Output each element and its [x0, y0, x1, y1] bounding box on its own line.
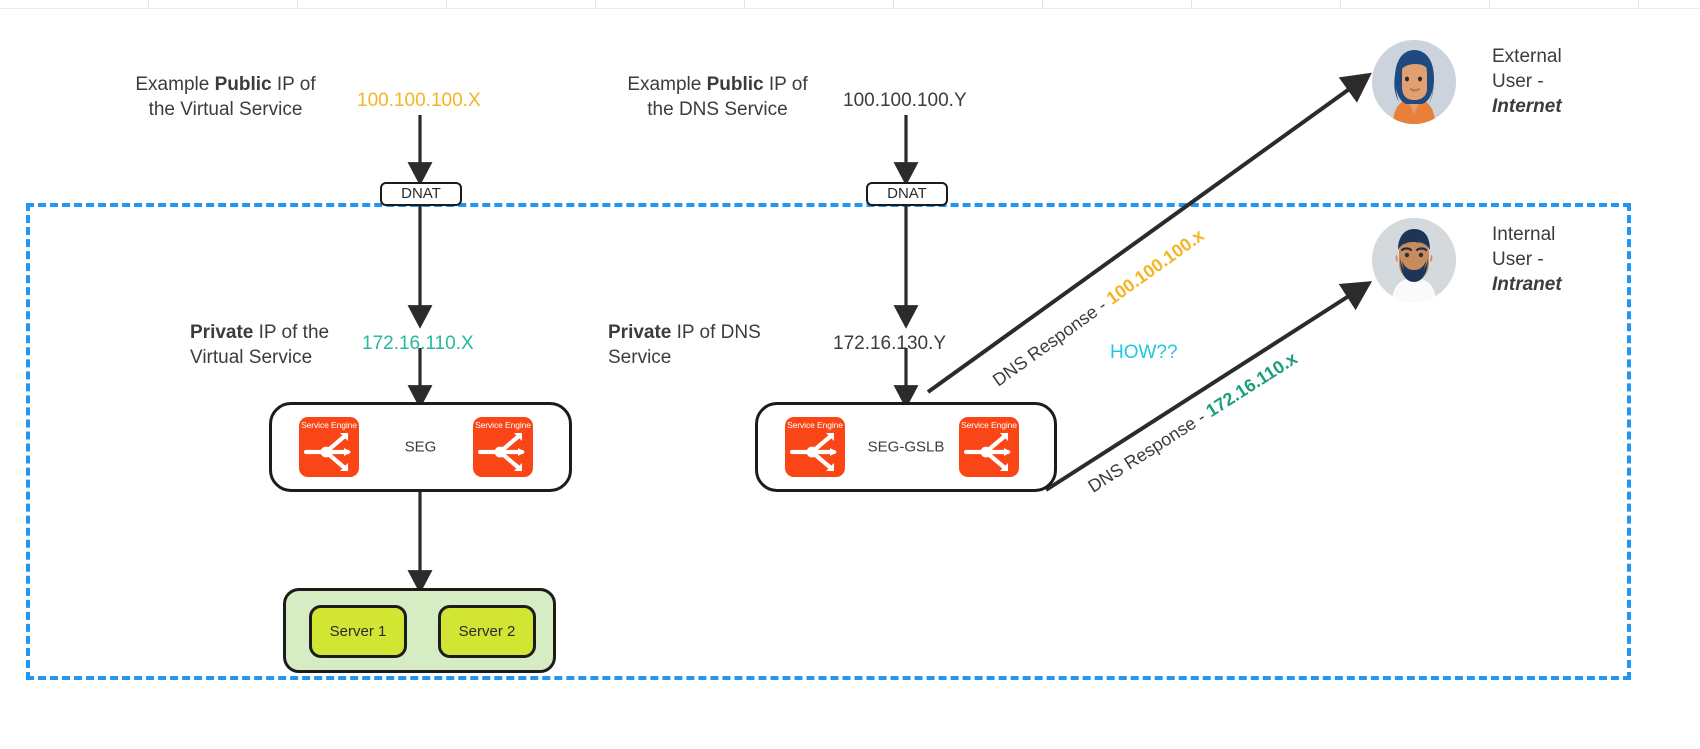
top-tick — [446, 0, 447, 8]
top-tick — [1042, 0, 1043, 8]
left-dnat-box: DNAT — [380, 182, 462, 206]
server-box: Server 1 — [309, 605, 407, 658]
seg-label: SEG — [404, 438, 437, 456]
right-private-ip: 172.16.130.Y — [833, 333, 947, 354]
left-private-caption: Private IP of the Virtual Service — [190, 322, 330, 368]
intranet-boundary — [26, 203, 1631, 680]
service-engine-icon: Service Engine — [959, 417, 1019, 477]
service-engine-icon: Service Engine — [473, 417, 533, 477]
top-tick — [297, 0, 298, 8]
load-balancer-glyph — [964, 432, 1011, 472]
service-engine-icon: Service Engine — [785, 417, 845, 477]
load-balancer-glyph — [790, 432, 837, 472]
top-tick — [1191, 0, 1192, 8]
left-private-ip: 172.16.110.X — [362, 333, 474, 354]
left-public-ip: 100.100.100.X — [357, 90, 481, 111]
top-tick — [744, 0, 745, 8]
service-engine-icon-label: Service Engine — [787, 420, 843, 430]
right-public-caption: Example Public IP of the DNS Service — [627, 74, 808, 120]
service-engine-icon-label: Service Engine — [961, 420, 1017, 430]
top-rule — [0, 0, 1700, 9]
top-tick — [595, 0, 596, 8]
seg-gslb-label: SEG-GSLB — [867, 438, 945, 456]
female-avatar — [1372, 40, 1456, 124]
load-balancer-glyph — [304, 432, 351, 472]
left-public-caption: Example Public IP of the Virtual Service — [135, 74, 316, 120]
top-tick — [1489, 0, 1490, 8]
seg-container: SEG Service Engine Service Engine — [269, 402, 572, 492]
server-pool: Server 1 Server 2 — [283, 588, 556, 673]
seg-gslb-container: SEG-GSLB Service Engine Service Engine — [755, 402, 1057, 492]
server-box: Server 2 — [438, 605, 536, 658]
top-tick — [1638, 0, 1639, 8]
avatar — [1372, 218, 1456, 302]
top-tick — [148, 0, 149, 8]
right-private-caption: Private IP of DNS Service — [608, 322, 761, 368]
service-engine-icon-label: Service Engine — [475, 420, 531, 430]
male-avatar — [1372, 218, 1456, 302]
top-tick — [1340, 0, 1341, 8]
load-balancer-glyph — [478, 432, 525, 472]
service-engine-icon: Service Engine — [299, 417, 359, 477]
avatar — [1372, 40, 1456, 124]
how-annotation: HOW?? — [1110, 342, 1178, 363]
right-dnat-box: DNAT — [866, 182, 948, 206]
top-tick — [893, 0, 894, 8]
service-engine-icon-label: Service Engine — [301, 420, 357, 430]
right-public-ip: 100.100.100.Y — [843, 90, 967, 111]
